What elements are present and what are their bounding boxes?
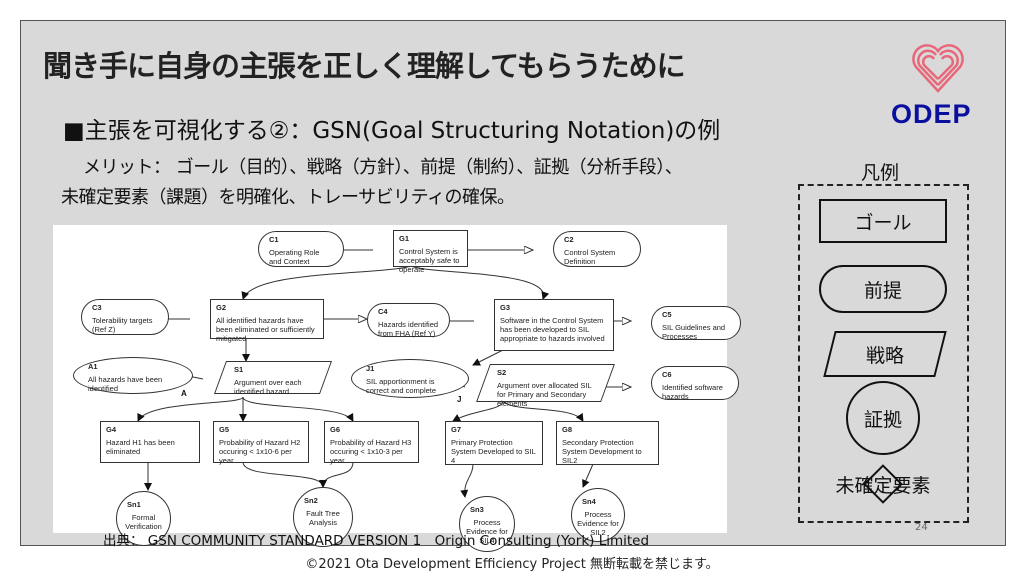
copyright-footer: ©2021 Ota Development Efficiency Project…	[305, 557, 719, 572]
slide: 聞き手に自身の主張を正しく理解してもらうために ■主張を可視化する②：GSN(G…	[20, 20, 1006, 552]
source-citation: 出典： GSN COMMUNITY STANDARD VERSION 1 Ori…	[103, 533, 650, 549]
legend-evidence: 証拠	[846, 381, 920, 455]
legend-goal: ゴール	[819, 199, 947, 243]
page-number: 24	[915, 522, 928, 533]
slide-title: 聞き手に自身の主張を正しく理解してもらうために	[43, 49, 686, 83]
slide-subtitle: ■主張を可視化する②：GSN(Goal Structuring Notation…	[63, 118, 721, 144]
merit-line-2: 未確定要素（課題）を明確化、トレーサビリティの確保。	[61, 187, 515, 208]
legend-strategy: 戦略	[865, 344, 904, 367]
merit-line-1: メリット： ゴール（目的）、戦略（方針）、前提（制約）、証拠（分析手段）、	[83, 157, 683, 178]
legend-context: 前提	[819, 265, 947, 313]
diagram-connectors	[137, 225, 727, 498]
legend-title: 凡例	[861, 162, 900, 184]
legend-box	[798, 184, 969, 523]
heart-logo-icon	[912, 44, 964, 93]
legend-undeveloped: 未確定要素	[835, 474, 931, 497]
logo-text: ODEP	[891, 99, 972, 129]
merit-text: メリット： ゴール（目的）、戦略（方針）、前提（制約）、証拠（分析手段）、 未確…	[61, 153, 683, 213]
assumption-label: A	[181, 389, 187, 398]
justification-label: J	[457, 395, 462, 404]
